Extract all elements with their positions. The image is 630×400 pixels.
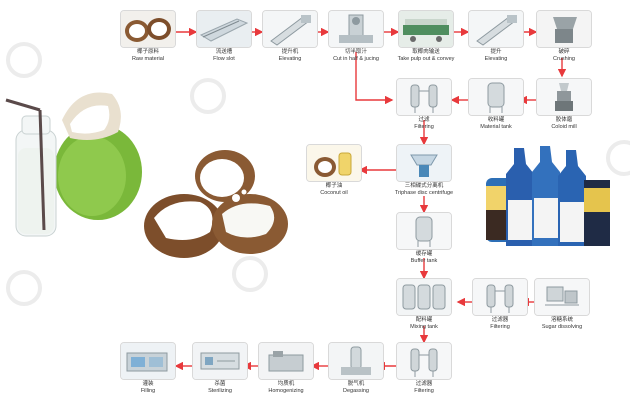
step-label-en: Material tank bbox=[458, 124, 534, 131]
flow-slot-icon bbox=[196, 10, 252, 48]
colloid-mill-icon bbox=[536, 78, 592, 116]
step-label-en: Homogenizing bbox=[248, 388, 324, 395]
step-label-cn: 椰子油 bbox=[306, 183, 362, 190]
elevator-icon bbox=[468, 10, 524, 48]
coconut-drink-illustration bbox=[0, 80, 150, 250]
elevator-icon bbox=[262, 10, 318, 48]
step-label-cn: 提升 bbox=[468, 49, 524, 56]
step-label-cn: 取椰肉输送 bbox=[398, 49, 454, 56]
step-label-cn: 提升机 bbox=[262, 49, 318, 56]
step-label-cn: 过滤 bbox=[396, 117, 452, 124]
step-label-cn: 切半取汁 bbox=[328, 49, 384, 56]
watermark-logo bbox=[190, 78, 226, 114]
crusher-icon bbox=[536, 10, 592, 48]
step-label-en: Sugar dissolving bbox=[524, 324, 600, 331]
step-label-en: Flow slot bbox=[186, 56, 262, 63]
step-label-cn: 缓存罐 bbox=[396, 251, 452, 258]
step-label-cn: 脱气机 bbox=[328, 381, 384, 388]
step-label-cn: 溶糖系统 bbox=[534, 317, 590, 324]
step-label-cn: 三相碟式分离机 bbox=[396, 183, 452, 190]
step-label-en: Elevating bbox=[458, 56, 534, 63]
step-label-en: Coconut oil bbox=[296, 190, 372, 197]
conveyor-icon bbox=[398, 10, 454, 48]
centrifuge-icon bbox=[396, 144, 452, 182]
cutter-icon bbox=[328, 10, 384, 48]
step-label-cn: 流送槽 bbox=[196, 49, 252, 56]
step-label-cn: 过滤器 bbox=[396, 381, 452, 388]
oil-icon bbox=[306, 144, 362, 182]
step-label-cn: 过滤器 bbox=[472, 317, 528, 324]
step-label-en: Mixing tank bbox=[386, 324, 462, 331]
step-label-en: Cut in half & jucing bbox=[318, 56, 394, 63]
tank-icon bbox=[468, 78, 524, 116]
step-label-en: Sterilizing bbox=[182, 388, 258, 395]
step-label-cn: 杀菌 bbox=[192, 381, 248, 388]
step-label-cn: 破碎 bbox=[536, 49, 592, 56]
degasser-icon bbox=[328, 342, 384, 380]
sugar-dissolver-icon bbox=[534, 278, 590, 316]
step-label-en: Filtering bbox=[386, 388, 462, 395]
step-label-en: Filling bbox=[110, 388, 186, 395]
step-label-en: Take pulp out & convey bbox=[388, 56, 464, 63]
step-label-en: Crushing bbox=[526, 56, 602, 63]
mixing-tank-icon bbox=[396, 278, 452, 316]
watermark-logo bbox=[6, 42, 42, 78]
step-label-en: Filtering bbox=[386, 124, 462, 131]
split-coconut-illustration bbox=[140, 148, 290, 263]
step-label-en: Degassing bbox=[318, 388, 394, 395]
step-label-en: Raw material bbox=[110, 56, 186, 63]
step-label-cn: 胶体磨 bbox=[536, 117, 592, 124]
watermark-logo bbox=[6, 270, 42, 306]
filling-machine-icon bbox=[120, 342, 176, 380]
homogenizer-icon bbox=[258, 342, 314, 380]
step-label-en: Triphase disc centrifuge bbox=[386, 190, 462, 197]
step-label-cn: 椰子原料 bbox=[120, 49, 176, 56]
packaged-products-illustration bbox=[484, 142, 614, 252]
step-label-cn: 灌装 bbox=[120, 381, 176, 388]
step-label-en: Coloid mill bbox=[526, 124, 602, 131]
filter-icon bbox=[396, 78, 452, 116]
tank-icon bbox=[396, 212, 452, 250]
step-label-en: Elevating bbox=[252, 56, 328, 63]
coconut-icon bbox=[120, 10, 176, 48]
step-label-en: Buffer tank bbox=[386, 258, 462, 265]
sterilizer-icon bbox=[192, 342, 248, 380]
filter-icon bbox=[396, 342, 452, 380]
step-label-cn: 均质机 bbox=[258, 381, 314, 388]
filter-icon bbox=[472, 278, 528, 316]
step-label-cn: 收料罐 bbox=[468, 117, 524, 124]
step-label-cn: 配料罐 bbox=[396, 317, 452, 324]
